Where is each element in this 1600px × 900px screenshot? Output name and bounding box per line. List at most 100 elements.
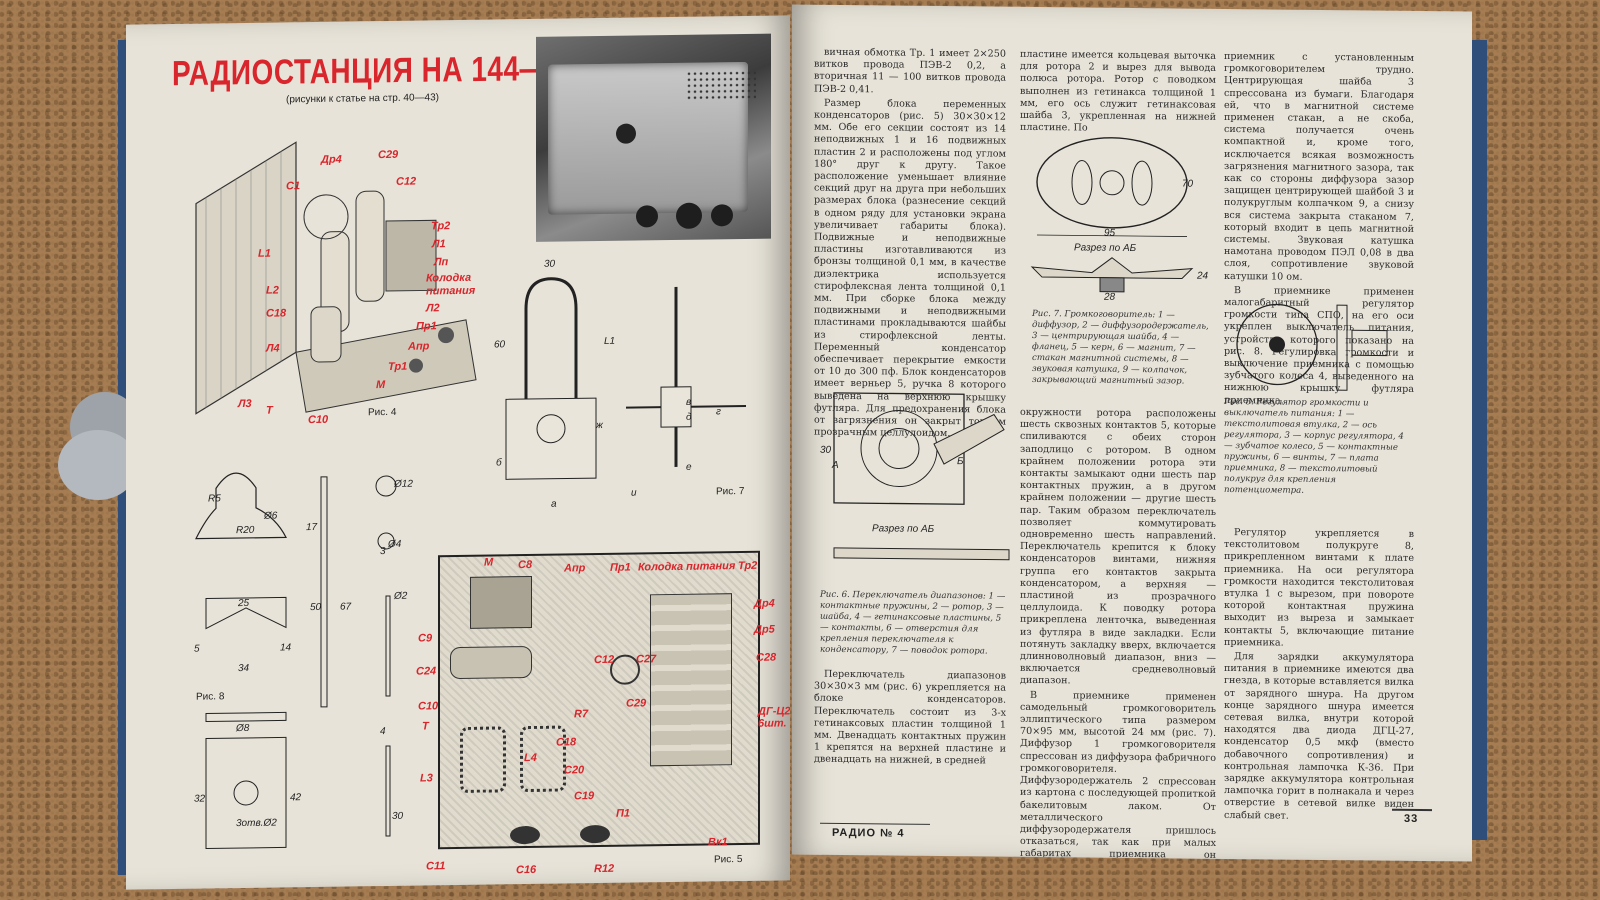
fig5-label-c19: С19 [574,790,595,803]
switch-section [833,547,1010,561]
fig8-dim-17: 17 [306,521,318,534]
fig7-dim-70: 70 [1182,178,1194,190]
fig4-label-apr: Апр [408,340,430,353]
gear-icon [1336,304,1348,391]
fig8-dim-42: 42 [290,792,302,804]
fig7-label-L1: L1 [604,335,616,347]
left-page: РАДИОСТАНЦИЯ НА 144—146 МГЦ (рисунки к с… [126,15,790,890]
fig7-label-b: б [496,457,502,469]
fig4-label-kolodka: Колодка [426,271,472,285]
knob-icon [580,824,610,844]
fig4-label-l4: Л4 [266,342,280,355]
footer-rule [820,822,930,825]
fig7-dim-28: 28 [1104,291,1116,303]
fig8-dim-d4: Ø4 [388,538,402,550]
right-page: вичная обмотка Тр. 1 имеет 2×250 витков … [792,4,1472,862]
fig8-dim-5: 5 [194,643,200,655]
fig4-label-L1: L1 [258,247,271,260]
fig5-tube [450,645,532,680]
fig7-dim-24: 24 [1197,270,1209,282]
fig8-dim-r5: R5 [208,493,221,505]
paragraph: приемник с установленным громкоговорител… [1224,50,1414,283]
fig7-label-zh: ж [596,419,603,432]
text-column-1-bottom: Переключатель диапазонов 30×30×3 мм (рис… [814,669,1006,771]
part-strip [205,711,287,723]
fig7-label-i: и [631,487,637,499]
fig7-speaker-drawing [1030,137,1194,293]
speaker-slot-2 [1131,160,1153,206]
fig5-label-l4: L4 [524,751,537,765]
device-photo [536,33,771,242]
fig5-label-c28: С28 [756,651,777,664]
speaker-outline [1036,137,1188,229]
fig6-dim-30: 30 [820,444,832,456]
dim-line [1037,234,1187,237]
fig5-label-c27: С27 [636,653,657,666]
fig8-dim-d8: Ø8 [236,722,250,735]
rotor-lever [933,413,1005,465]
text-column-2-mid: окружности ротора расположены шесть скво… [1020,407,1216,862]
fig5-coil [460,726,506,793]
fig7-label-d: д [686,411,692,423]
fig4-label-c18: С18 [266,307,287,320]
fig4-label-c10: С10 [308,413,329,427]
fig4-label-dr4: Др4 [321,153,342,166]
fig5-label-c9: С9 [418,632,433,645]
fig8-regulator-drawing [1236,303,1388,391]
jack-icon [438,327,454,344]
ribbon-bookmark-2 [58,430,138,500]
fig7-coil-drawing [505,277,746,480]
fig4-label-c29: С29 [378,148,399,162]
fig4-label-l2r: Л2 [426,302,440,315]
part-washer-2 [377,532,395,550]
fig4-label-tr1: Тр1 [388,360,408,373]
speaker-slot [1071,159,1093,205]
part-pin-2 [385,745,391,837]
fig5-label-pr1: Пр1 [610,561,631,574]
fig8-dim-34: 34 [238,662,250,675]
fig5-label-m: М [484,556,494,569]
fig5-label-l3: L3 [420,772,433,785]
fig8-dim-holes: 3отв.Ø2 [236,817,277,830]
fig5-board [650,593,732,767]
fig4-caption: Рис. 4 [368,406,397,419]
fig7-label-a: а [551,498,557,510]
fig8-dim-d6: Ø6 [264,510,278,522]
fig8-dim-3: 3 [380,546,386,558]
fig5-label-t: Т [422,720,429,733]
paragraph: вичная обмотка Тр. 1 имеет 2×250 витков … [814,46,1006,95]
paragraph: В приемнике применен самодельный громког… [1020,689,1216,862]
fig4-label-c12: С12 [396,175,417,188]
paragraph: пластине имеется кольцевая выточка для р… [1020,48,1216,134]
fig7-label-v: в [686,396,692,408]
fig5-label-c29: С29 [626,697,647,710]
fig8-caption: Рис. 8 [196,691,225,703]
chassis-hatching [205,151,282,408]
fig7-dim-60: 60 [494,339,506,351]
fig6-caption: Рис. 6. Переключатель диапазонов: 1 — ко… [820,589,1006,657]
switch-rotor-inner [878,428,920,470]
coil-base [505,397,597,480]
fig7-dim-95: 95 [1104,227,1116,239]
part-rod [320,476,328,708]
article-subtitle: (рисунки к статье на стр. 40—43) [286,92,439,106]
fig8-parts-drawing [195,472,397,850]
fig5-label-tr2: Тр2 [738,559,758,573]
regulator-body [1236,303,1318,386]
fig5-label-c10: С10 [418,700,439,713]
fig8-dim-r20: R20 [236,524,255,537]
speaker-grille [686,69,756,101]
page-number: 33 [1404,812,1419,825]
fig6-label-b: Б [957,456,964,468]
fig4-drawing [195,141,477,415]
shaft-block [660,386,692,428]
fig5-assembly-drawing [438,550,760,850]
fig4-label-L2: L2 [266,284,279,297]
section-ab-2: Разрез по АБ [872,523,935,535]
fig7-caption: Рис. 7. Громкоговоритель: 1 — диффузор, … [1032,308,1209,387]
part-hole [233,780,259,806]
fig6-label-a: А [832,459,839,471]
switch-rotor [860,410,938,488]
knob-icon [636,205,658,228]
fig5-label-p1: П1 [616,807,631,820]
